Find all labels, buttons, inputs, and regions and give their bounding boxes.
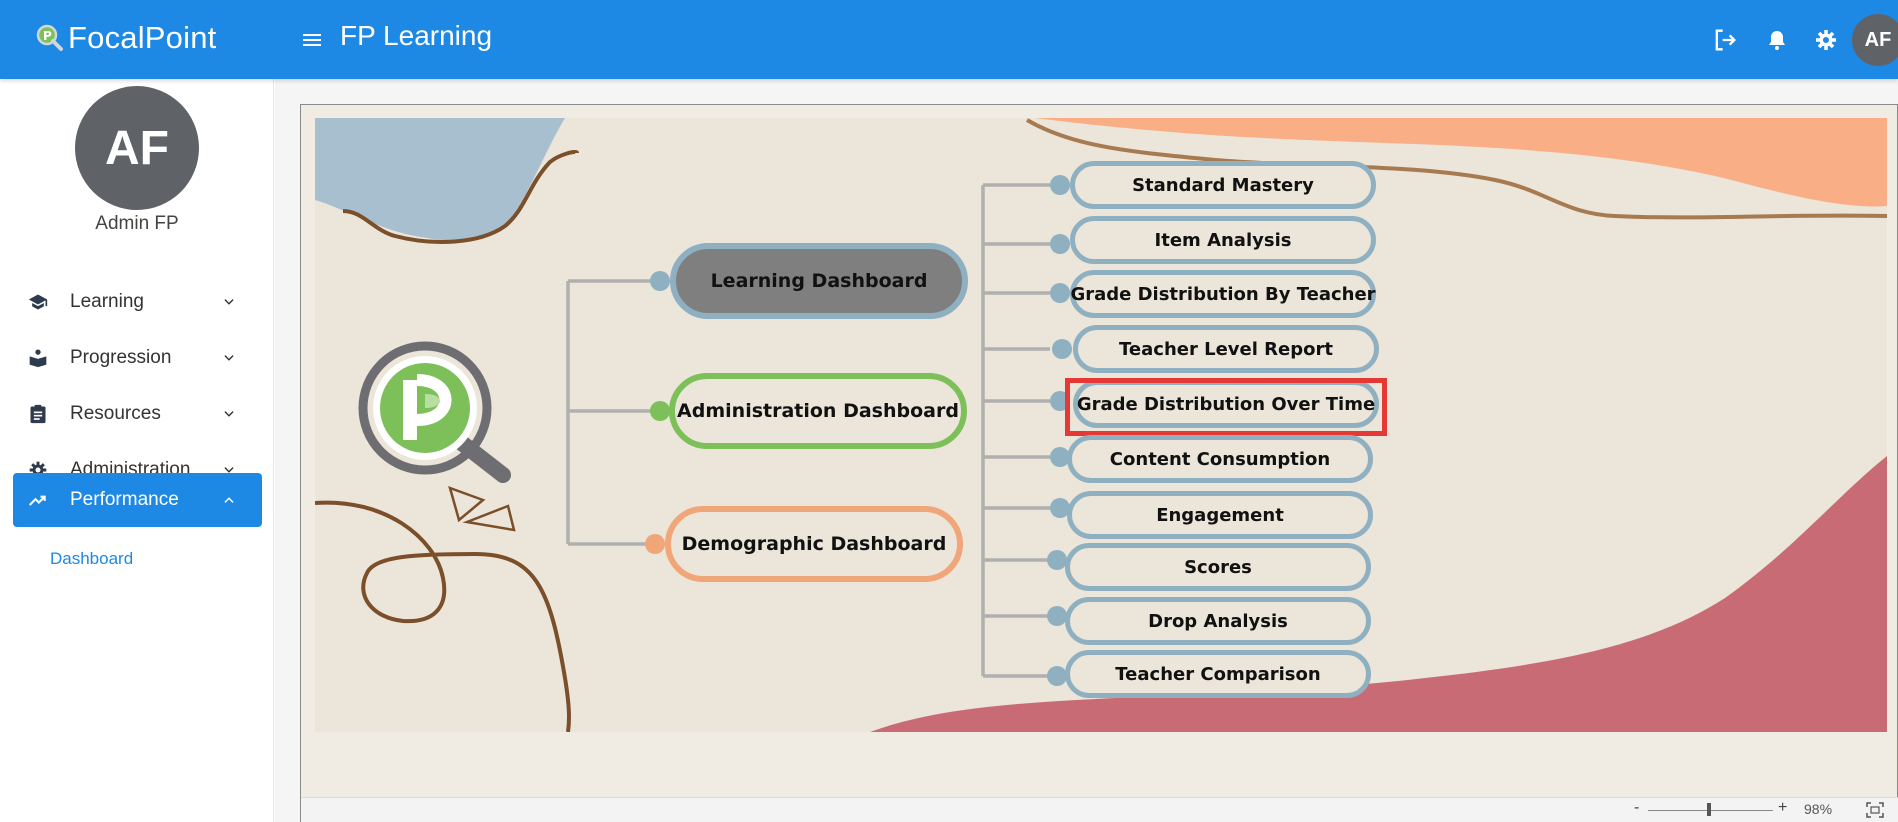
sidebar-item-label: Performance [70, 489, 179, 510]
app-title: FP Learning [340, 20, 493, 51]
sidebar-subitem-dashboard[interactable]: Dashboard [50, 549, 134, 568]
sidebar-item-progression[interactable]: Progression [13, 331, 262, 385]
fit-to-window-icon[interactable] [1866, 802, 1884, 818]
viewer-status-bar: - + 98% [301, 797, 1898, 822]
sidebar-item-label: Resources [70, 403, 161, 424]
sidebar-item-resources[interactable]: Resources [13, 387, 262, 441]
report-item-analysis[interactable]: Item Analysis [1070, 216, 1376, 264]
report-standard-mastery[interactable]: Standard Mastery [1070, 161, 1376, 209]
top-app-bar: P FocalPoint FP Learning AF [0, 0, 1898, 79]
user-avatar[interactable]: AF [1852, 14, 1898, 66]
connector-dot [1050, 283, 1070, 303]
zoom-in-button[interactable]: + [1778, 799, 1788, 816]
connector-dot [1050, 447, 1070, 467]
dashboard-mindmap-slide: Learning Dashboard Administration Dashbo… [315, 118, 1887, 732]
svg-text:P: P [43, 29, 52, 43]
hamburger-menu-icon[interactable] [300, 28, 324, 52]
clipboard-icon [27, 403, 49, 425]
focalpoint-magnifier-logo [358, 341, 511, 483]
connector-dot [1050, 234, 1070, 254]
connector-dot [1050, 498, 1070, 518]
report-grade-distribution-by-teacher[interactable]: Grade Distribution By Teacher [1070, 270, 1376, 318]
chevron-down-icon [218, 347, 240, 369]
graduation-cap-icon [27, 291, 49, 313]
connector-dot [650, 401, 670, 421]
demographic-dashboard-node[interactable]: Demographic Dashboard [665, 506, 963, 582]
zoom-level: 98% [1804, 801, 1833, 817]
connector-dot [1047, 550, 1067, 570]
chevron-down-icon [218, 403, 240, 425]
sidebar-item-learning[interactable]: Learning [13, 275, 262, 329]
bell-icon[interactable] [1761, 24, 1793, 56]
connector-dot [1047, 666, 1067, 686]
sidebar-item-performance[interactable]: Performance [13, 473, 262, 527]
connector-dot [1047, 606, 1067, 626]
sidebar-item-label: Progression [70, 347, 172, 368]
selection-highlight [1065, 378, 1387, 436]
zoom-out-button[interactable]: - [1634, 799, 1640, 816]
connector-dot [1050, 175, 1070, 195]
focalpoint-logo-icon: P [36, 24, 63, 51]
report-content-consumption[interactable]: Content Consumption [1067, 435, 1373, 483]
learning-dashboard-node[interactable]: Learning Dashboard [670, 243, 968, 319]
logout-icon[interactable] [1709, 24, 1741, 56]
profile-avatar: AF [75, 86, 199, 210]
connector-dot [645, 534, 665, 554]
connector-dot [1052, 339, 1072, 359]
chevron-down-icon [218, 291, 240, 313]
sidebar-item-label: Learning [70, 291, 144, 312]
mindmap-connectors [566, 183, 1050, 678]
administration-dashboard-node[interactable]: Administration Dashboard [669, 373, 967, 449]
chevron-up-icon [218, 489, 240, 511]
report-teacher-comparison[interactable]: Teacher Comparison [1065, 650, 1371, 698]
connector-dot [650, 271, 670, 291]
report-scores[interactable]: Scores [1065, 543, 1371, 591]
report-engagement[interactable]: Engagement [1067, 491, 1373, 539]
report-teacher-level-report[interactable]: Teacher Level Report [1073, 325, 1379, 373]
report-drop-analysis[interactable]: Drop Analysis [1065, 597, 1371, 645]
brand-name: FocalPoint [68, 20, 217, 55]
settings-gear-icon[interactable] [1810, 24, 1842, 56]
chevron-down-icon [218, 459, 240, 481]
brand[interactable]: P FocalPoint [34, 18, 216, 58]
sidebar: AF Admin FP Learning Progression Resourc… [0, 79, 274, 822]
trending-up-icon [27, 489, 49, 511]
zoom-slider-thumb[interactable] [1707, 803, 1712, 816]
book-reader-icon [27, 347, 49, 369]
decorative-shapes [315, 118, 1887, 732]
profile-username: Admin FP [95, 213, 179, 234]
